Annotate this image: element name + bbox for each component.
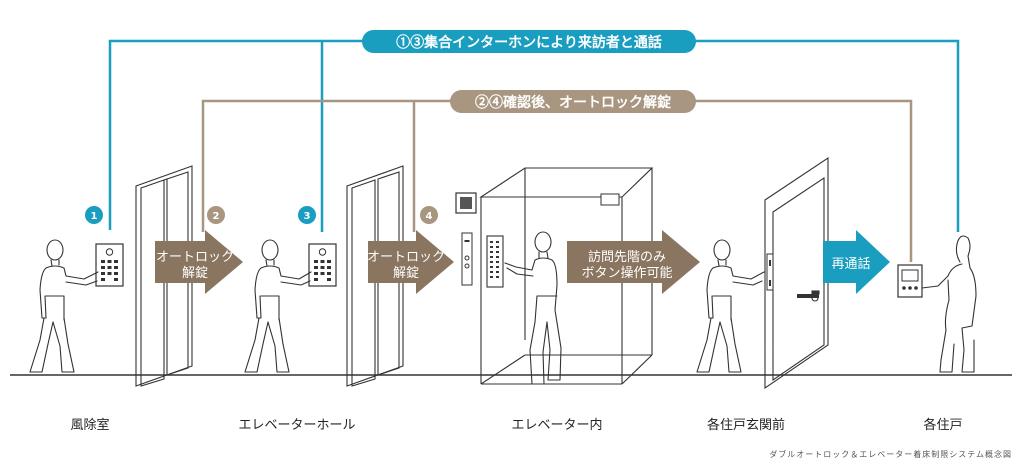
door-handle: [797, 294, 819, 298]
tan-connection-lines: [201, 99, 913, 262]
diagram-caption: ダブルオートロック＆エレベーター着床制限システム概念図: [769, 449, 1012, 459]
visitor-figure-1: [29, 239, 99, 373]
unlock-arrow-2: オートロック 解錠: [367, 230, 454, 294]
indoor-monitor: [897, 264, 923, 298]
marker-3: 3: [298, 206, 316, 224]
tan-pill-label: ②④確認後、オートロック解錠: [475, 94, 672, 111]
recall-arrow: 再通話: [823, 230, 890, 294]
floor-restrict-arrow: 訪問先階のみ ボタン操作可能: [567, 230, 700, 294]
elevator-floor-panel: [486, 235, 504, 288]
resident-figure: [921, 235, 977, 373]
marker-4-label: 4: [426, 211, 433, 222]
visitor-figure-3: [504, 231, 562, 385]
unlock-arrow-1: オートロック 解錠: [155, 230, 243, 294]
unit-door: [764, 156, 829, 390]
floor-restrict-arrow-line1: 訪問先階のみ: [588, 249, 666, 265]
location-label-unit: 各住戸: [923, 417, 962, 433]
marker-2: 2: [207, 206, 225, 224]
unlock-arrow-1-line1: オートロック: [156, 250, 234, 265]
marker-2-label: 2: [213, 211, 220, 222]
location-label-unit-entrance: 各住戸玄関前: [707, 417, 785, 433]
unlock-arrow-1-line2: 解錠: [182, 266, 208, 281]
blue-pill: ①③集合インターホンにより来訪者と通話: [362, 30, 696, 53]
elevator-car: [479, 167, 654, 385]
marker-3-label: 3: [304, 211, 311, 222]
door-lock-panel: [766, 253, 774, 291]
blue-pill-label: ①③集合インターホンにより来訪者と通話: [396, 34, 662, 51]
unlock-arrow-2-line2: 解錠: [393, 266, 419, 281]
unlock-arrow-2-line1: オートロック: [367, 250, 445, 265]
elevator-call-panel: [461, 232, 473, 286]
marker-1-label: 1: [91, 211, 98, 222]
visitor-figure-2: [244, 239, 312, 373]
location-label-elevator-hall: エレベーターホール: [238, 418, 355, 433]
intercom-panel-2: [308, 243, 337, 287]
recall-arrow-label: 再通話: [831, 256, 870, 272]
blue-connection-lines: [108, 39, 960, 232]
elevator-indicator: [600, 193, 620, 206]
auto-door-1: [135, 165, 193, 387]
marker-4: 4: [420, 206, 438, 224]
visitor-figure-4: [696, 239, 765, 373]
floor-restrict-arrow-line2: ボタン操作可能: [581, 265, 672, 281]
location-label-vestibule: 風除室: [70, 417, 109, 433]
marker-1: 1: [85, 206, 103, 224]
elevator-vent: [455, 192, 477, 214]
tan-pill: ②④確認後、オートロック解錠: [450, 90, 696, 113]
auto-door-2: [346, 165, 404, 387]
location-label-elevator-inside: エレベーター内: [511, 417, 602, 433]
intercom-panel-1: [95, 243, 124, 287]
